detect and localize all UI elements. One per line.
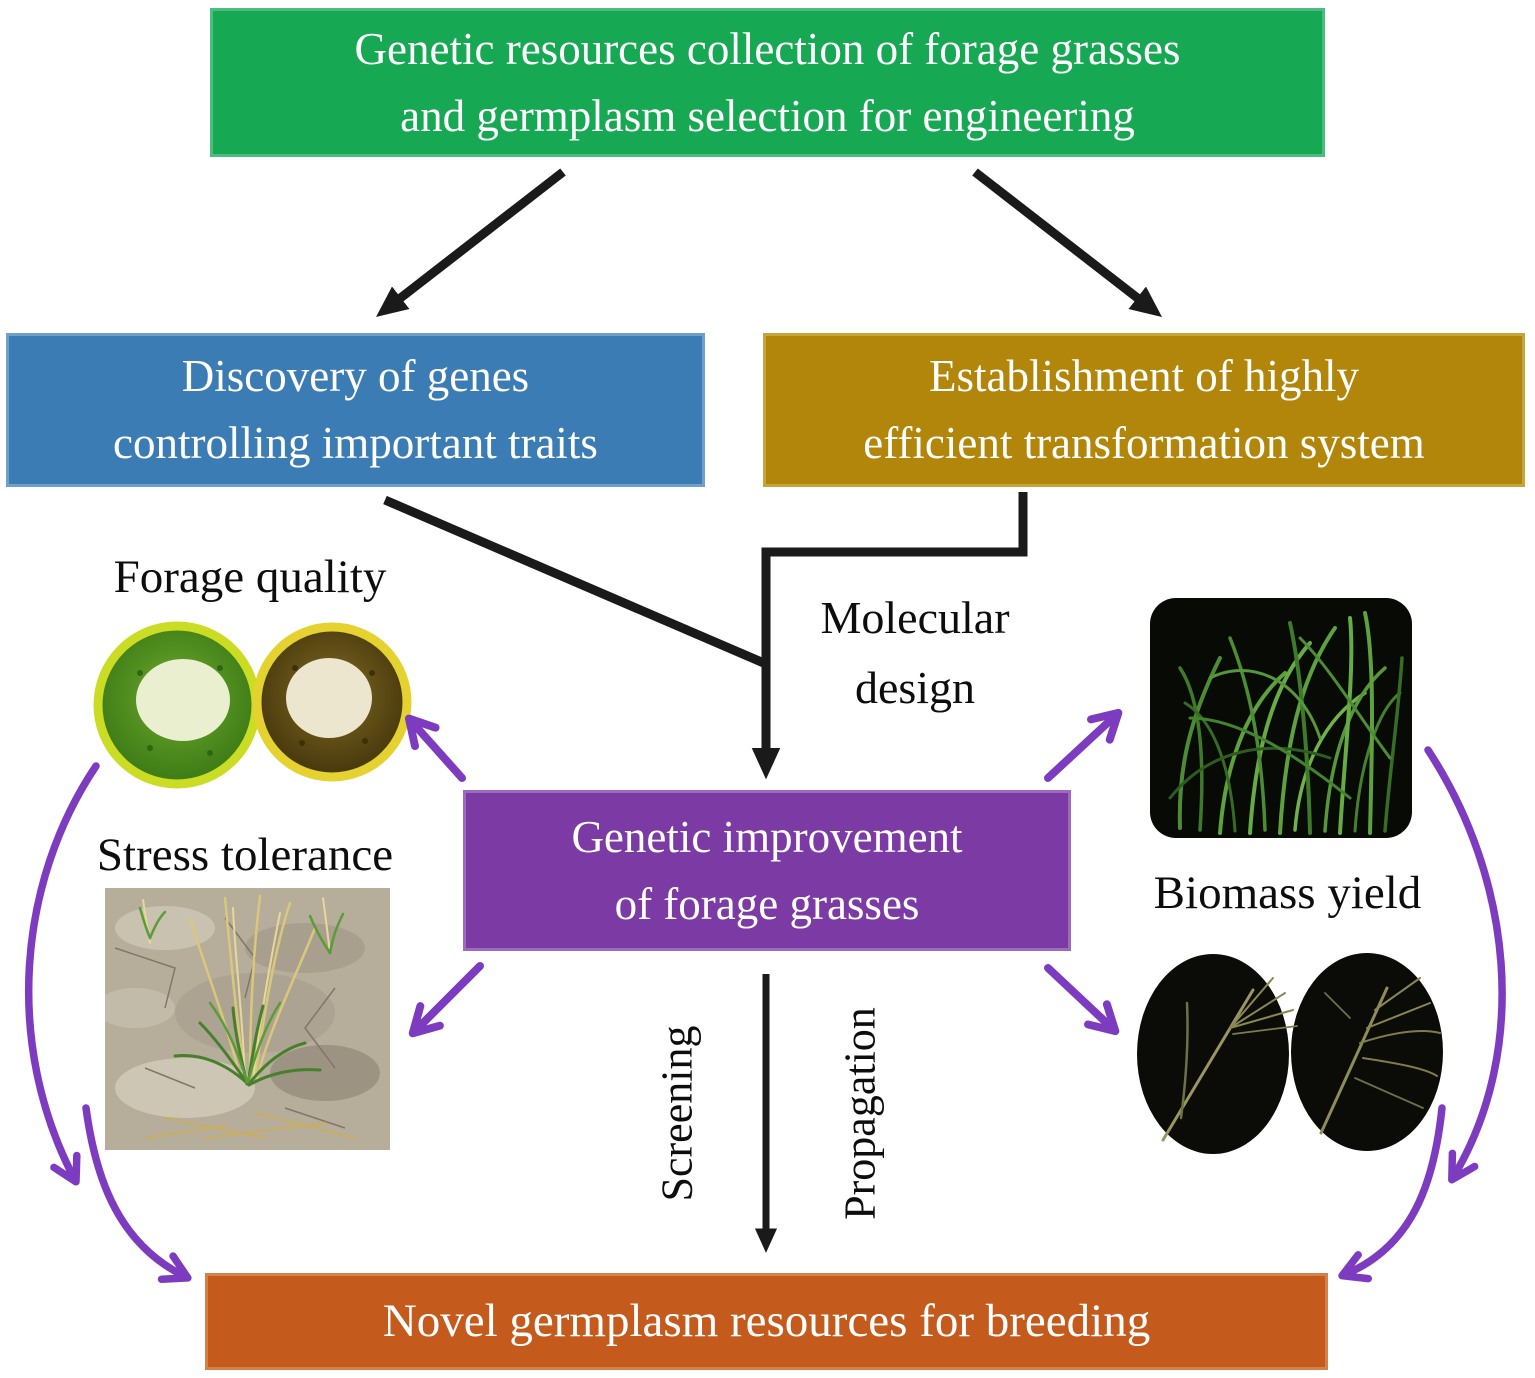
- box-transformation-system: Establishment of highly efficient transf…: [763, 333, 1525, 487]
- box-text-line: Establishment of highly: [929, 351, 1359, 401]
- biomass-grass-image: [1150, 598, 1412, 843]
- molecular-design-line: Molecular: [820, 592, 1010, 643]
- box-text-line: controlling important traits: [113, 418, 598, 468]
- molecular-design-label: Molecular design: [775, 583, 1055, 723]
- box-text-line: Novel germplasm resources for breeding: [382, 1295, 1151, 1347]
- box-text-line: Genetic improvement: [571, 811, 963, 862]
- stem-cross-sections-icon: [93, 621, 412, 789]
- box-text-line: Discovery of genes: [181, 351, 530, 401]
- arrow-collection-to-genes: [375, 168, 566, 317]
- arrow-improvement-to-forage-quality: [404, 714, 466, 782]
- forage-quality-label: Forage quality: [113, 551, 387, 603]
- box-genetic-resources-collection: Genetic resources collection of forage g…: [210, 8, 1325, 157]
- box-text-line: Genetic resources collection of forage g…: [354, 23, 1181, 74]
- arrow-improvement-to-stress-tolerance: [408, 962, 484, 1038]
- forage-quality-image: [80, 613, 415, 803]
- seed-panicles-image: [1135, 948, 1460, 1165]
- drought-grass-icon: [95, 888, 390, 1150]
- box-text-line: and germplasm selection for engineering: [400, 90, 1135, 141]
- arrow-improvement-to-seed-panicles: [1044, 964, 1120, 1036]
- box-text-line: of forage grasses: [614, 878, 920, 929]
- arrow-collection-to-transformation: [972, 168, 1163, 317]
- box-genetic-improvement: Genetic improvement of forage grasses: [463, 790, 1071, 951]
- stress-tolerance-image: [95, 888, 390, 1155]
- potted-grass-icon: [1150, 598, 1412, 838]
- biomass-yield-label: Biomass yield: [1153, 867, 1422, 919]
- box-novel-germplasm: Novel germplasm resources for breeding: [205, 1273, 1328, 1370]
- stress-tolerance-label: Stress tolerance: [96, 829, 394, 881]
- seed-panicle-ovals-icon: [1137, 953, 1443, 1154]
- connector-genes-to-improvement: [383, 495, 768, 669]
- screening-label: Screening: [652, 1025, 702, 1202]
- propagation-label: Propagation: [835, 1007, 885, 1220]
- arrow-improvement-to-biomass-grass: [1044, 708, 1123, 782]
- box-gene-discovery: Discovery of genes controlling important…: [6, 333, 705, 487]
- box-text-line: efficient transformation system: [863, 418, 1425, 468]
- molecular-design-line: design: [854, 662, 976, 713]
